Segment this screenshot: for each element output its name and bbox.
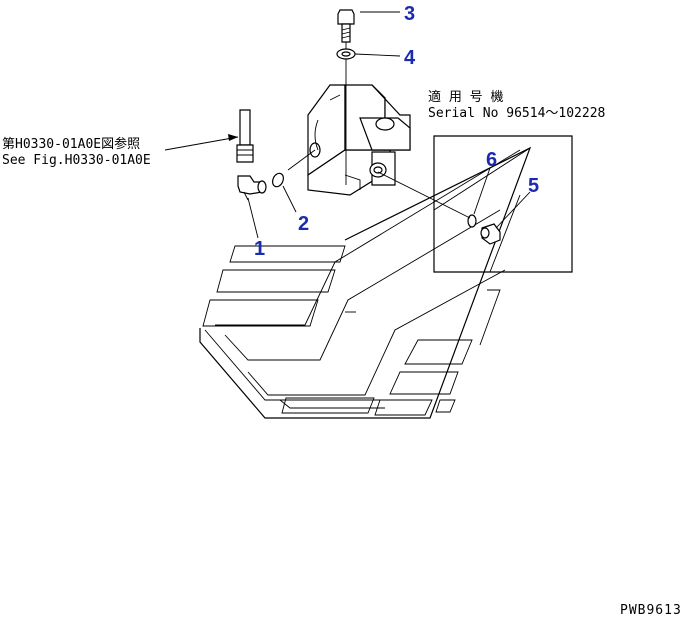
callout-5: 5 xyxy=(528,175,539,197)
fender-body xyxy=(199,146,532,419)
applicability-label-en: Serial No 96514～102228 xyxy=(428,106,605,121)
applicability-label-jp: 適 用 号 機 xyxy=(428,89,503,105)
callout-3: 3 xyxy=(404,3,415,25)
callout-2: 2 xyxy=(298,213,309,235)
reference-label-en: See Fig.H0330-01A0E xyxy=(2,153,151,168)
applicability-inset xyxy=(433,135,573,273)
callout-1: 1 xyxy=(254,238,265,260)
bolt-part-3 xyxy=(337,9,355,185)
valve-block xyxy=(307,84,411,196)
leader-lines xyxy=(164,11,531,239)
drawing-code: PWB9613 xyxy=(620,603,682,618)
plug-part-5 xyxy=(480,223,501,245)
o-ring-part-6 xyxy=(467,214,477,228)
callout-6: 6 xyxy=(486,149,497,171)
washer-part-4 xyxy=(336,48,356,60)
callout-4: 4 xyxy=(404,47,416,69)
reference-label-jp: 第H0330-01A0E図参照 xyxy=(2,136,140,152)
elbow-part-1 xyxy=(236,109,267,201)
o-ring-part-2 xyxy=(271,172,285,188)
